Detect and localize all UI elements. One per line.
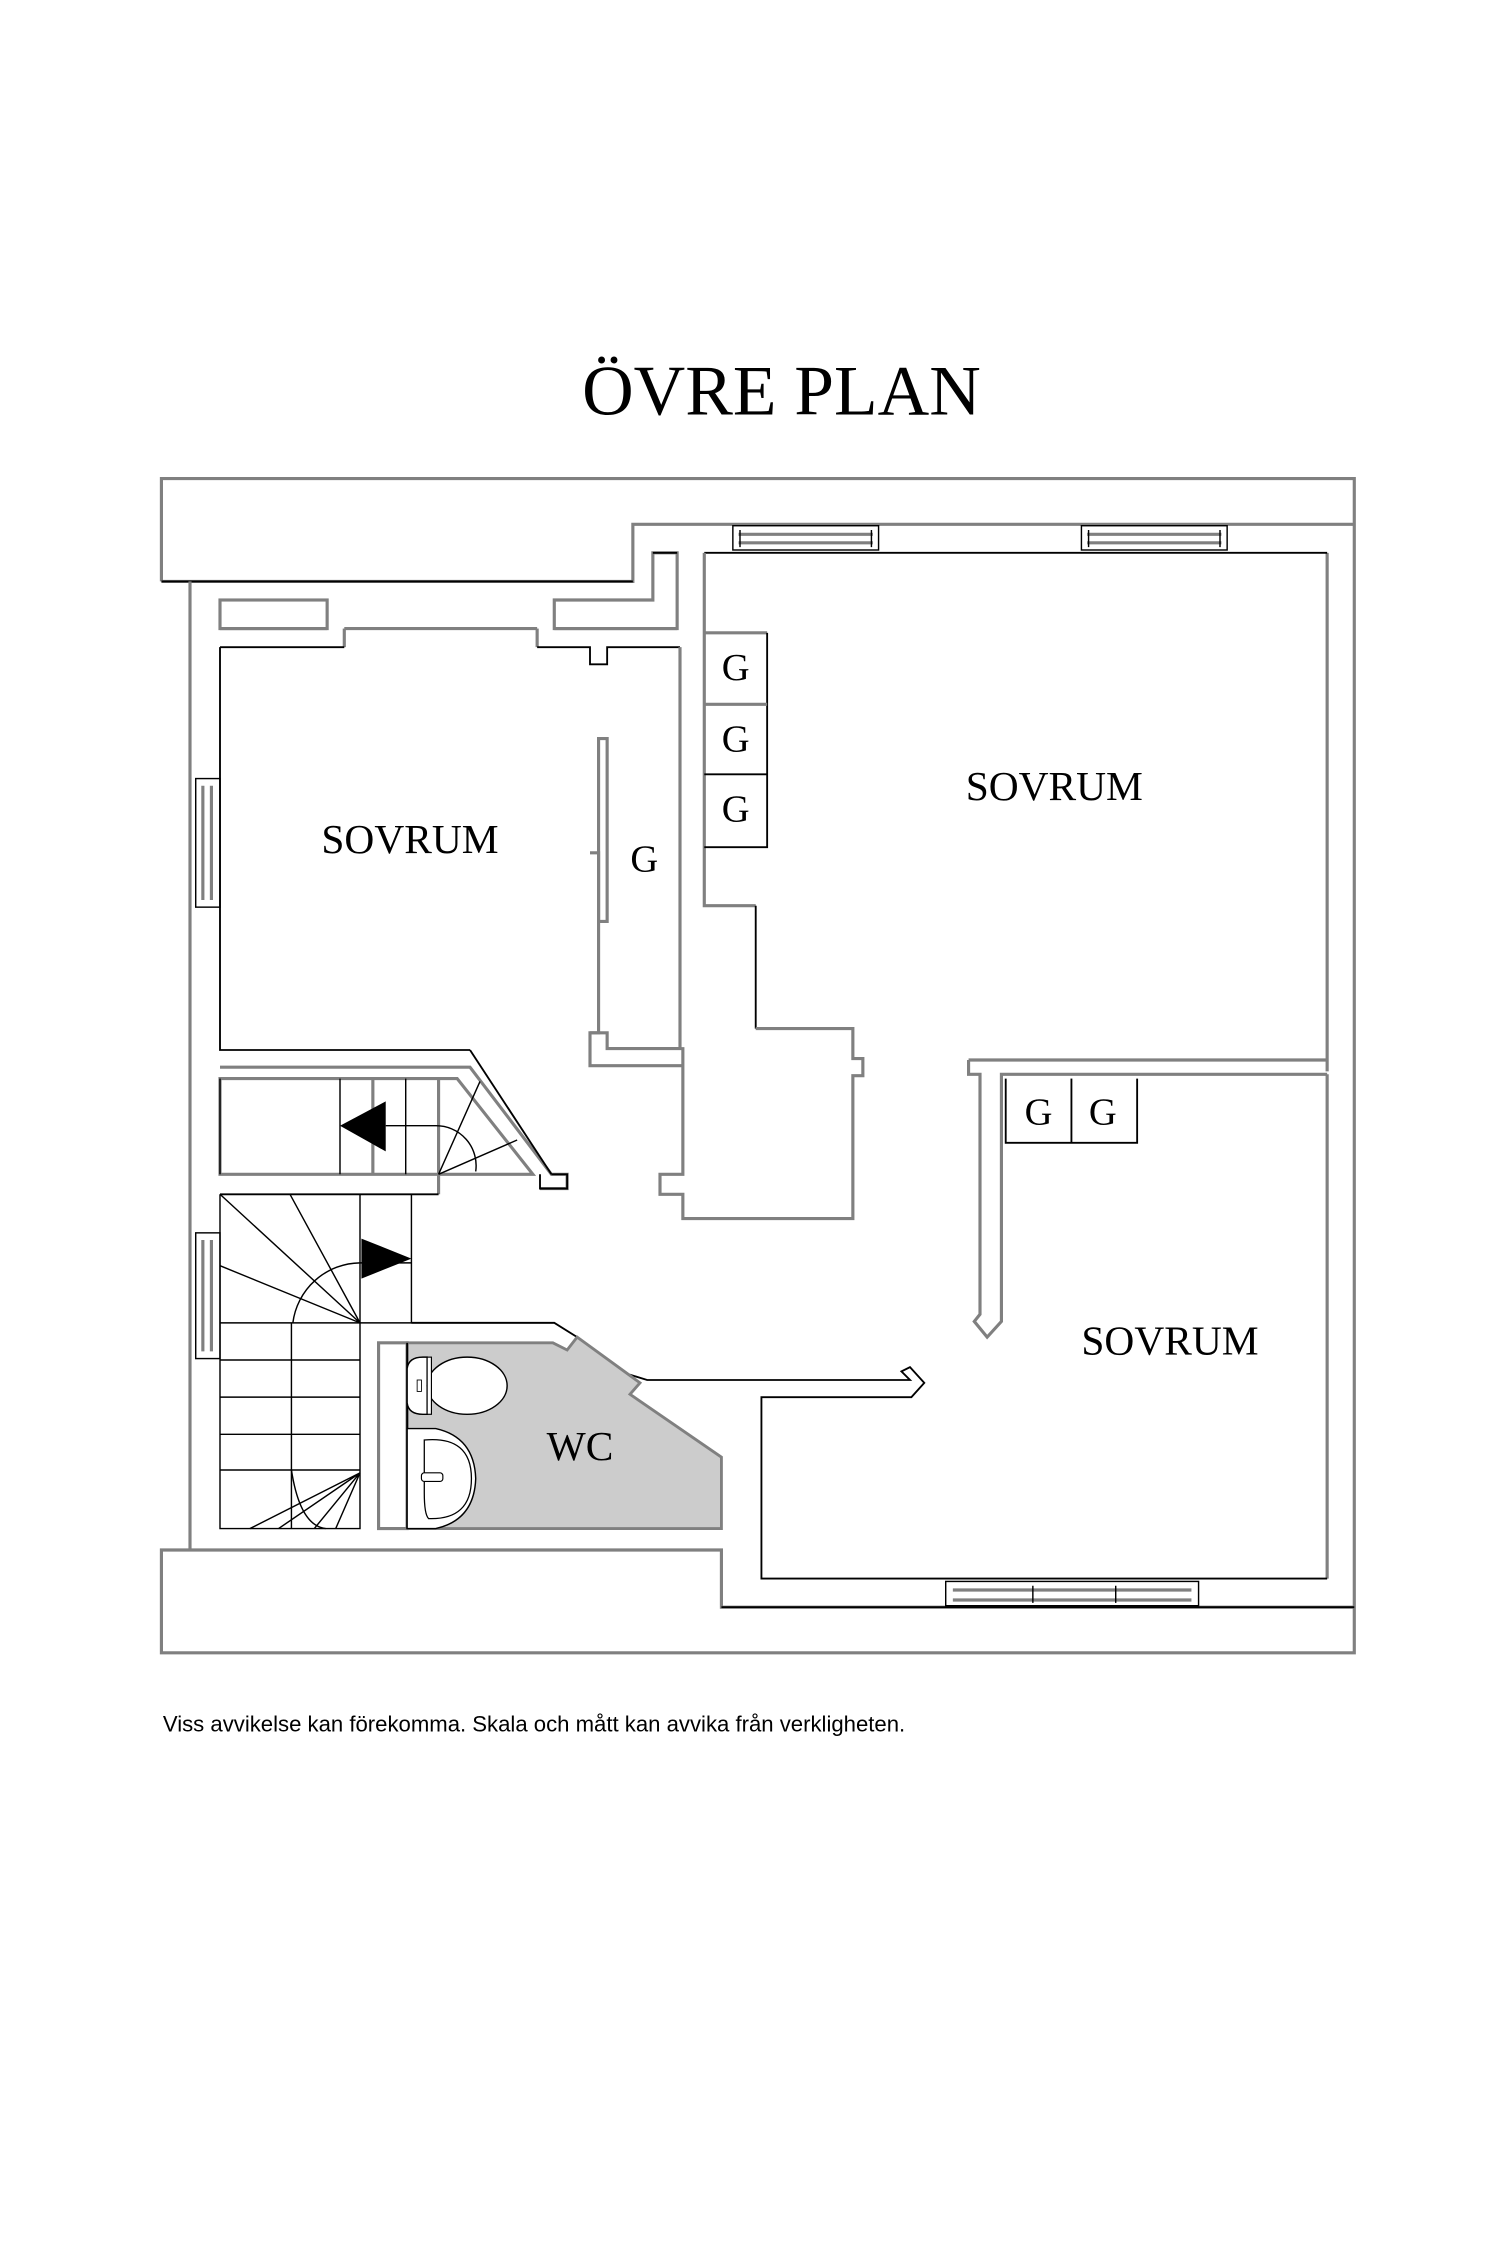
closet-label: G [722, 647, 750, 689]
closet-label: G [630, 838, 658, 880]
window-icon [1080, 525, 1228, 551]
outer-walls [159, 477, 1356, 1655]
room-label-wc: WC [547, 1423, 614, 1469]
upper-left-walls [218, 551, 679, 631]
closet-label: G [1089, 1091, 1117, 1133]
wc-room: WC [377, 1321, 1328, 1580]
toilet-icon [406, 1356, 508, 1415]
closet-stack-bottom-right: G G [1004, 1078, 1139, 1144]
staircase-upper [218, 1049, 569, 1196]
staircase-lower [219, 1193, 555, 1530]
window-icon [945, 1580, 1200, 1607]
bedroom-top-right-walls [658, 551, 1328, 1340]
stair-arrow-left-icon [340, 1101, 386, 1152]
room-label-bedroom-left: SOVRUM [321, 816, 498, 862]
window-icon [195, 777, 221, 908]
window-icon [732, 525, 880, 551]
room-label-bedroom-bottom-right: SOVRUM [1081, 1317, 1258, 1363]
sink-icon [406, 1427, 477, 1530]
closet-label: G [722, 788, 750, 830]
stair-arrow-right-icon [361, 1238, 412, 1279]
window-icon [195, 1232, 221, 1360]
disclaimer-text: Viss avvikelse kan förekomma. Skala och … [163, 1711, 905, 1736]
room-label-bedroom-top-right: SOVRUM [966, 763, 1143, 809]
closet-label: G [722, 718, 750, 760]
page-title: ÖVRE PLAN [582, 351, 981, 430]
closet-label: G [1025, 1091, 1053, 1133]
closet-stack-top-right: G G G [704, 631, 769, 849]
